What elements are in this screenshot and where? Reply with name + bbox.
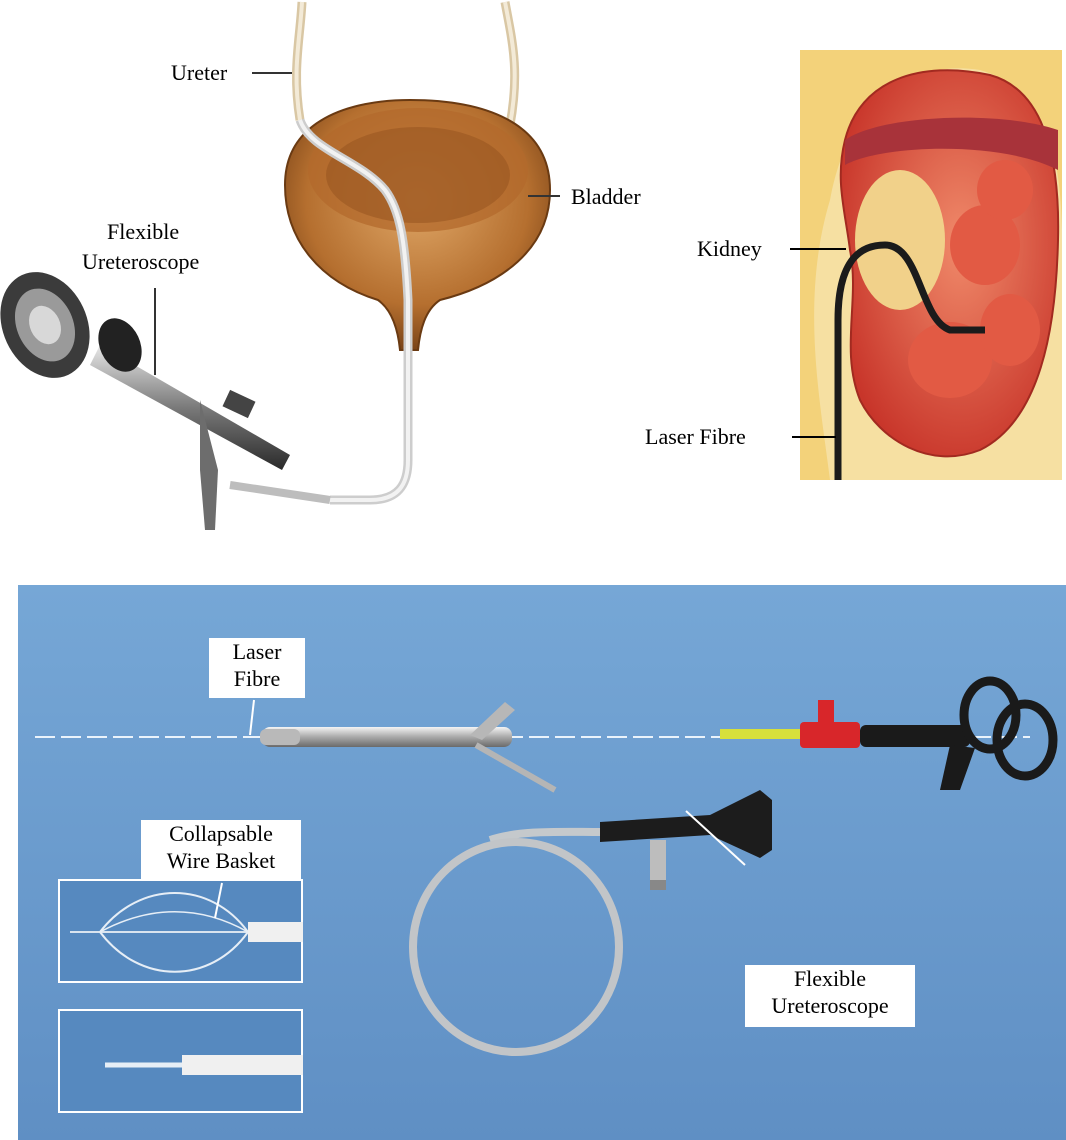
- label-basket-line1: Collapsable: [141, 820, 301, 847]
- label-laser-fibre-bottom-line2: Fibre: [209, 665, 305, 692]
- label-basket-line2: Wire Basket: [141, 847, 301, 874]
- label-ureteroscope-bottom-line2: Ureteroscope: [745, 992, 915, 1019]
- label-laser-fibre-bottom: Laser Fibre: [209, 638, 305, 698]
- label-kidney: Kidney: [697, 236, 762, 262]
- label-bladder: Bladder: [571, 184, 641, 210]
- label-ureter: Ureter: [171, 60, 227, 86]
- label-collapsable-wire-basket: Collapsable Wire Basket: [141, 820, 301, 880]
- ureteroscope-illustration: [0, 257, 330, 530]
- label-flexible-ureteroscope-top-line2: Ureteroscope: [82, 249, 199, 275]
- kidney-illustration: [800, 50, 1062, 480]
- label-flexible-ureteroscope-bottom: Flexible Ureteroscope: [745, 965, 915, 1027]
- label-ureteroscope-bottom-line1: Flexible: [745, 965, 915, 992]
- bladder-illustration: [285, 2, 550, 500]
- label-laser-fibre-top: Laser Fibre: [645, 424, 746, 450]
- label-laser-fibre-bottom-line1: Laser: [209, 638, 305, 665]
- label-flexible-ureteroscope-top-line1: Flexible: [107, 219, 179, 245]
